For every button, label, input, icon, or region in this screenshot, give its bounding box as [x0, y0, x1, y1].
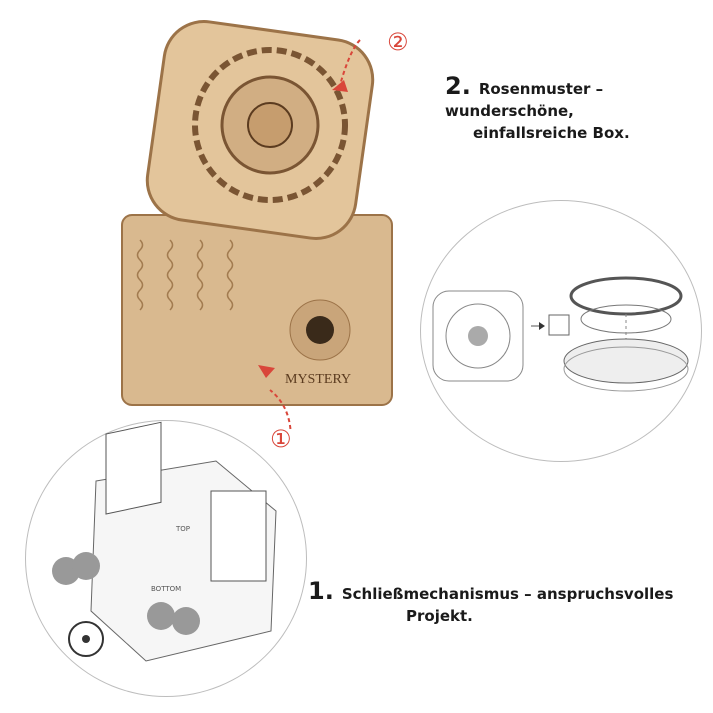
marker-two: ② — [387, 28, 409, 56]
feature-text-line2: einfallsreiche Box. — [473, 124, 630, 142]
feature-caption-lock-mechanism: 1. Schließmechanismus – anspruchsvolles P… — [308, 577, 674, 627]
feature-number: 1. — [308, 577, 334, 605]
wooden-treasure-box-image: MYSTERY — [121, 20, 393, 430]
marker-one: ① — [270, 425, 292, 453]
feature-text-line2: Projekt. — [406, 607, 473, 625]
feature-caption-rose-pattern: 2.Rosenmuster – wunderschöne, einfallsre… — [445, 72, 713, 144]
rose-mechanism-diagram — [432, 276, 689, 392]
feature-number: 2. — [445, 72, 471, 100]
top-label: TOP — [175, 525, 190, 533]
lock-mechanism-detail-circle: TOP BOTTOM — [25, 420, 307, 697]
feature-text-line1: Rosenmuster – wunderschöne, — [445, 80, 604, 120]
lock-mechanism-diagram: TOP BOTTOM — [52, 421, 277, 662]
mystery-engraving: MYSTERY — [285, 372, 351, 387]
bottom-label: BOTTOM — [151, 585, 181, 593]
feature-text-line1: Schließmechanismus – anspruchsvolles — [341, 585, 674, 603]
rose-pattern-detail-circle — [420, 200, 702, 462]
